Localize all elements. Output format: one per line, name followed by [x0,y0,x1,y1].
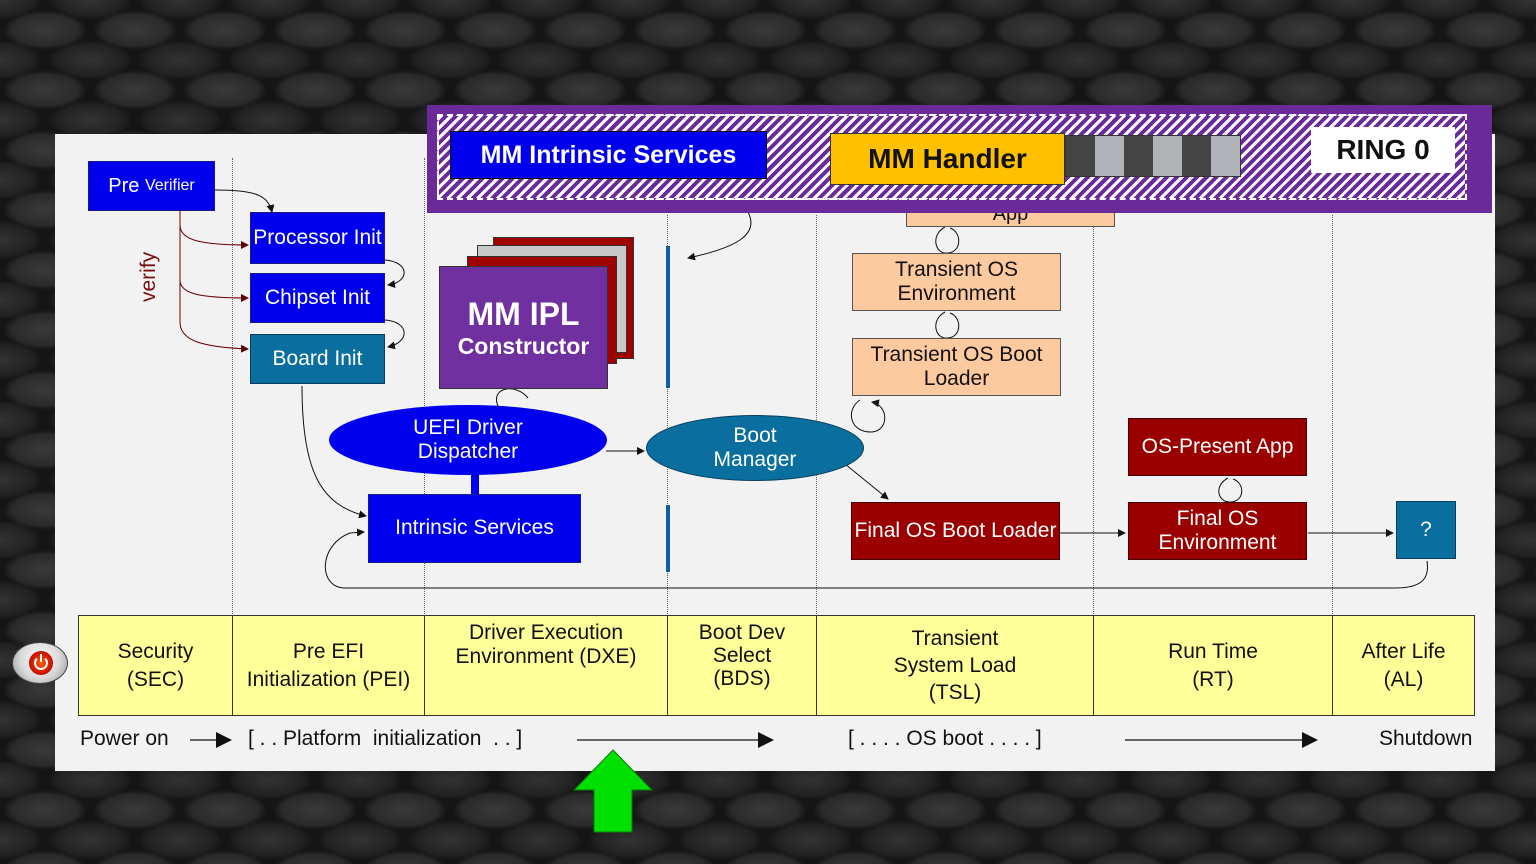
mm-intrinsic-services-box: MM Intrinsic Services [450,131,767,179]
chipset-init-box: Chipset Init [250,273,385,323]
phase-pei: Pre EFI Initialization (PEI) [232,615,425,716]
pre-verifier-sub: Verifier [144,176,195,194]
phase-abbr: (RT) [1192,667,1234,691]
phase-name: Driver Execution [468,621,624,644]
timeline-os-boot: [ . . . . OS boot . . . . ] [848,727,1042,750]
verify-label: verify [137,251,160,302]
phase-abbr: System Load [893,653,1017,677]
phase-sec: Security (SEC) [78,615,233,716]
phase-name: Transient [911,626,999,650]
ring0-label: RING 0 [1311,127,1455,173]
phase-abbr: Environment (DXE) [455,645,637,669]
phase-extra: (TSL) [928,681,982,705]
intrinsic-services-box: Intrinsic Services [368,494,581,563]
board-init-box: Board Init [250,334,385,384]
mm-handler-slots [1065,135,1241,177]
phase-divider [1093,215,1094,616]
final-os-environment-box: Final OS Environment [1128,502,1307,560]
phase-name: Run Time [1168,640,1258,664]
timeline-platform-init: [ . . Platform initialization . . ] [248,727,523,750]
phase-rt: Run Time (RT) [1093,615,1333,716]
uefi-driver-dispatcher: UEFI Driver Dispatcher [329,405,607,475]
phase-divider [232,158,233,616]
timeline-shutdown: Shutdown [1379,727,1473,750]
pre-verifier-label: Pre [108,174,140,197]
processor-init-box: Processor Init [250,212,385,264]
phase-divider [667,215,668,616]
mm-handler-box: MM Handler [830,133,1065,185]
mm-ipl-title: MM IPL [467,295,580,332]
phase-abbr: (SEC) [126,667,185,691]
transient-os-environment-box: Transient OS Environment [852,253,1061,311]
mm-ring0-bar: MM Intrinsic Services MM Handler RING 0 [427,105,1492,213]
phase-name: Pre EFI [292,640,365,664]
pre-verifier-box: Pre Verifier [88,161,215,211]
mm-ipl-subtitle: Constructor [457,332,590,359]
phase-name: After Life [1361,640,1446,664]
mm-ipl-constructor-box: MM IPL Constructor [439,266,608,389]
phase-divider [424,158,425,616]
transient-os-boot-loader-box: Transient OS Boot Loader [852,338,1061,396]
phase-name: Boot Dev [698,621,786,644]
phase-abbr: Initialization (PEI) [246,667,411,691]
phase-al: After Life (AL) [1332,615,1475,716]
phase-divider [1332,215,1333,616]
phase-name: Security [117,640,194,664]
phase-divider [816,215,817,616]
os-present-app-box: OS-Present App [1128,418,1307,476]
timeline-power-on: Power on [80,727,169,750]
phase-extra: (BDS) [713,667,771,691]
power-icon[interactable] [12,642,68,684]
after-life-unknown-box: ? [1396,501,1456,559]
final-os-boot-loader-box: Final OS Boot Loader [851,502,1060,560]
phase-abbr: (AL) [1383,667,1424,691]
boot-manager: Boot Manager [646,415,864,481]
phase-abbr: Select [712,644,772,668]
connector [214,189,275,213]
